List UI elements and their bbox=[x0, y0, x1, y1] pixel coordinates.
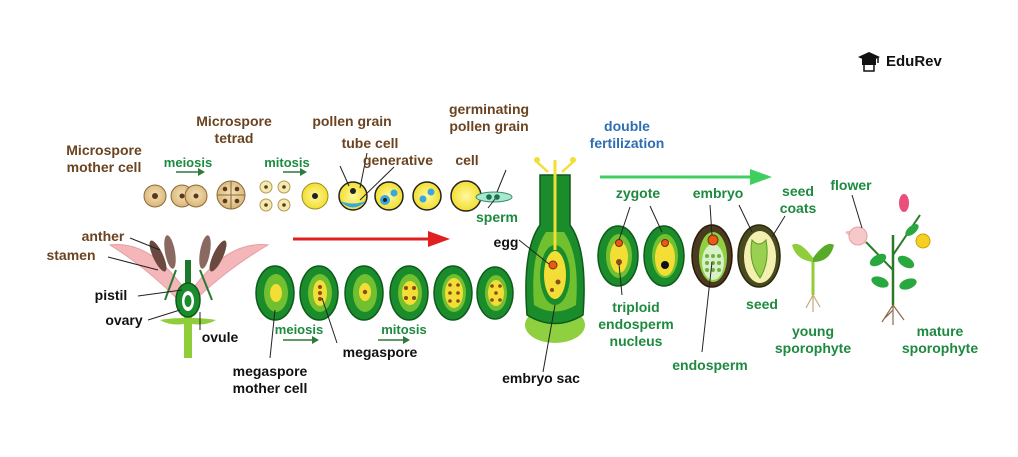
label-egg: egg bbox=[494, 234, 519, 250]
pollen-grain-stage-2 bbox=[374, 181, 404, 211]
label-endosperm: endosperm bbox=[672, 357, 747, 373]
microspore-tetrad bbox=[216, 180, 246, 210]
megaspore-mitosis-3 bbox=[476, 266, 514, 320]
label-microspore-tetrad-2: tetrad bbox=[215, 130, 254, 146]
meiosis-cells bbox=[170, 184, 208, 208]
zygote-ovule-1 bbox=[597, 225, 639, 287]
label-cell: cell bbox=[455, 152, 478, 168]
mature-sporophyte bbox=[845, 194, 931, 325]
young-sporophyte bbox=[792, 243, 834, 312]
red-process-arrow bbox=[293, 231, 450, 247]
label-mitosis-bottom: mitosis bbox=[381, 322, 427, 337]
microspore-mother-cell bbox=[143, 184, 167, 208]
green-process-arrow bbox=[600, 169, 772, 185]
label-triploid-1: triploid bbox=[612, 299, 659, 315]
pollen-grain-stage-3 bbox=[412, 181, 442, 211]
label-sperm: sperm bbox=[476, 209, 518, 225]
label-embryo-sac: embryo sac bbox=[502, 370, 580, 386]
label-young-sporophyte-1: young bbox=[792, 323, 834, 339]
label-meiosis-bottom: meiosis bbox=[275, 322, 323, 337]
label-microspore-mother-cell-2: mother cell bbox=[67, 159, 142, 175]
label-flower: flower bbox=[830, 177, 872, 193]
label-megaspore: megaspore bbox=[343, 344, 418, 360]
label-seed-coats-1: seed bbox=[782, 183, 814, 199]
brand-name: EduRev bbox=[886, 52, 942, 70]
label-pistil: pistil bbox=[95, 287, 128, 303]
text-labels: Microspore mother cell Microspore tetrad… bbox=[46, 101, 978, 396]
label-generative: generative bbox=[363, 152, 433, 168]
megaspore-meiosis bbox=[299, 265, 339, 321]
label-mitosis-top: mitosis bbox=[264, 155, 310, 170]
label-germinating-2: pollen grain bbox=[449, 118, 528, 134]
label-megaspore-mother-1: megaspore bbox=[233, 363, 308, 379]
label-tube-cell: tube cell bbox=[342, 135, 399, 151]
label-meiosis-top: meiosis bbox=[164, 155, 212, 170]
megaspore-mitosis-1 bbox=[389, 265, 429, 321]
embryo-sac-ovule bbox=[525, 157, 585, 343]
arrow-meiosis-bottom bbox=[283, 336, 319, 344]
label-megaspore-mother-2: mother cell bbox=[233, 380, 308, 396]
megaspore-cell bbox=[344, 265, 384, 321]
label-seed-coats-2: coats bbox=[780, 200, 817, 216]
label-double-1: double bbox=[604, 118, 650, 134]
flower-diagram bbox=[108, 235, 270, 358]
label-triploid-3: nucleus bbox=[610, 333, 663, 349]
arrow-mitosis-bottom bbox=[378, 336, 410, 344]
label-mature-sporophyte-2: sporophyte bbox=[902, 340, 978, 356]
label-germinating-1: germinating bbox=[449, 101, 529, 117]
megaspore-mother-cell bbox=[255, 265, 295, 321]
graduation-cap-icon bbox=[858, 52, 880, 72]
label-triploid-2: endosperm bbox=[598, 316, 673, 332]
brand-logo: EduRev bbox=[857, 50, 942, 72]
microspores bbox=[259, 180, 291, 212]
pollen-grain bbox=[338, 181, 368, 211]
arrow-mitosis-top bbox=[283, 168, 307, 176]
seed-diagram bbox=[737, 224, 781, 288]
label-mature-sporophyte-1: mature bbox=[917, 323, 964, 339]
arrow-meiosis-top bbox=[176, 168, 205, 176]
label-young-sporophyte-2: sporophyte bbox=[775, 340, 851, 356]
label-seed: seed bbox=[746, 296, 778, 312]
embryo-endosperm bbox=[691, 224, 733, 288]
label-stamen: stamen bbox=[46, 247, 95, 263]
label-double-2: fertilization bbox=[590, 135, 665, 151]
zygote-ovule-2 bbox=[643, 225, 685, 287]
label-microspore-mother-cell-1: Microspore bbox=[66, 142, 142, 158]
label-microspore-tetrad-1: Microspore bbox=[196, 113, 272, 129]
leader-lines bbox=[107, 152, 863, 373]
label-ovary: ovary bbox=[105, 312, 143, 328]
label-ovule: ovule bbox=[202, 329, 239, 345]
label-zygote: zygote bbox=[616, 185, 661, 201]
germinating-pollen-grain bbox=[450, 180, 513, 212]
megaspore-mitosis-2 bbox=[433, 265, 473, 321]
label-embryo: embryo bbox=[693, 185, 744, 201]
label-pollen-grain: pollen grain bbox=[312, 113, 391, 129]
microspore-single bbox=[301, 182, 329, 210]
label-anther: anther bbox=[82, 228, 125, 244]
